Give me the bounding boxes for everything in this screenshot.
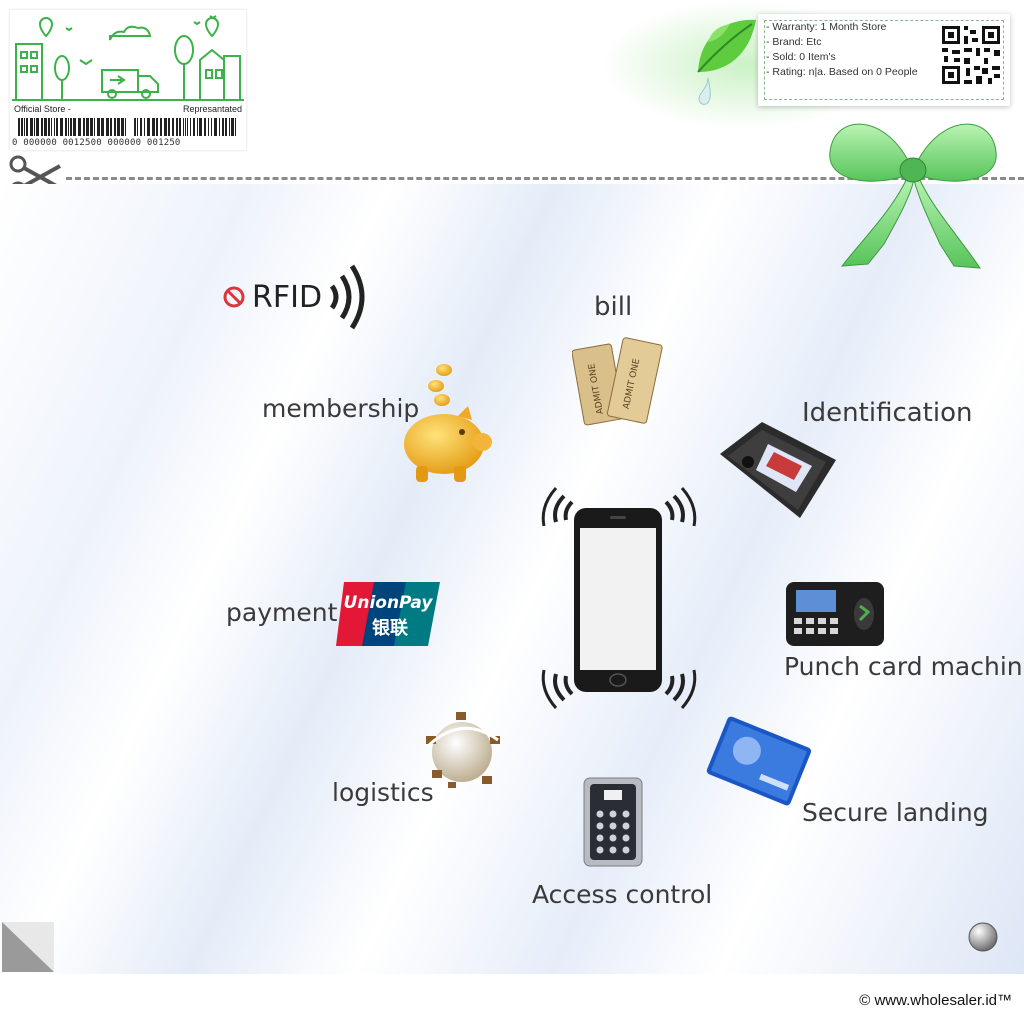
access-control-label: Access control [532,880,713,909]
secure-card-icon [706,716,812,806]
barcode [18,118,236,136]
green-bow-icon [829,123,997,269]
logistics-label: logistics [332,778,434,807]
info-card-border [764,20,1004,100]
id-terminal-icon [720,422,836,518]
product-info-card: - Warranty: 1 Month Store - Brand: Etc -… [758,14,1010,106]
ticket-icon: ADMIT ONE ADMIT ONE [572,337,663,426]
official-store-label: Official Store - [14,104,71,114]
membership-label: membership [262,394,420,423]
cut-line [66,177,1024,180]
piggy-bank-icon [404,364,492,482]
page-curl-icon [2,922,54,972]
barcode-numbers: 0 000000 0012500 000000 001250 [12,138,181,148]
store-illustration [12,15,244,101]
sold-info: - Sold: 0 Item's [766,51,836,63]
bill-label: bill [594,292,633,322]
represented-label: Represantated [182,104,242,114]
access-keypad-icon [583,777,643,867]
rfid-text: RFID [252,280,322,315]
store-badge: Official Store - Represantated 0 000000 … [10,10,246,150]
punch-card-machine-icon [786,582,884,646]
brand-info: - Brand: Etc [766,36,822,48]
rfid-logo: RFID [223,264,365,330]
smartphone-icon [541,487,697,709]
svg-text:银联: 银联 [372,617,408,639]
info-list: - Warranty: 1 Month Store - Brand: Etc -… [766,20,918,80]
store-badge-labels: Official Store - Represantated [14,104,242,114]
warranty-info: - Warranty: 1 Month Store [766,21,887,33]
copyright-text: © www.wholesaler.id™ [859,992,1012,1009]
rating-info: - Rating: n|a. Based on 0 People [766,66,918,78]
payment-label: payment [226,598,338,627]
leaf-icon [697,19,756,105]
identification-label: Identification [802,398,973,428]
logistics-globe-icon [426,712,500,788]
qr-code-icon [940,24,1002,86]
svg-text:UnionPay: UnionPay [344,593,434,613]
punch-card-label: Punch card machine [784,652,1024,681]
metal-button-icon [968,922,998,952]
secure-landing-label: Secure landing [802,798,989,827]
main-image-panel: RFID bill ADMIT ONE ADMIT ONE membership… [0,184,1024,974]
unionpay-logo: UnionPay 银联 [336,582,440,646]
